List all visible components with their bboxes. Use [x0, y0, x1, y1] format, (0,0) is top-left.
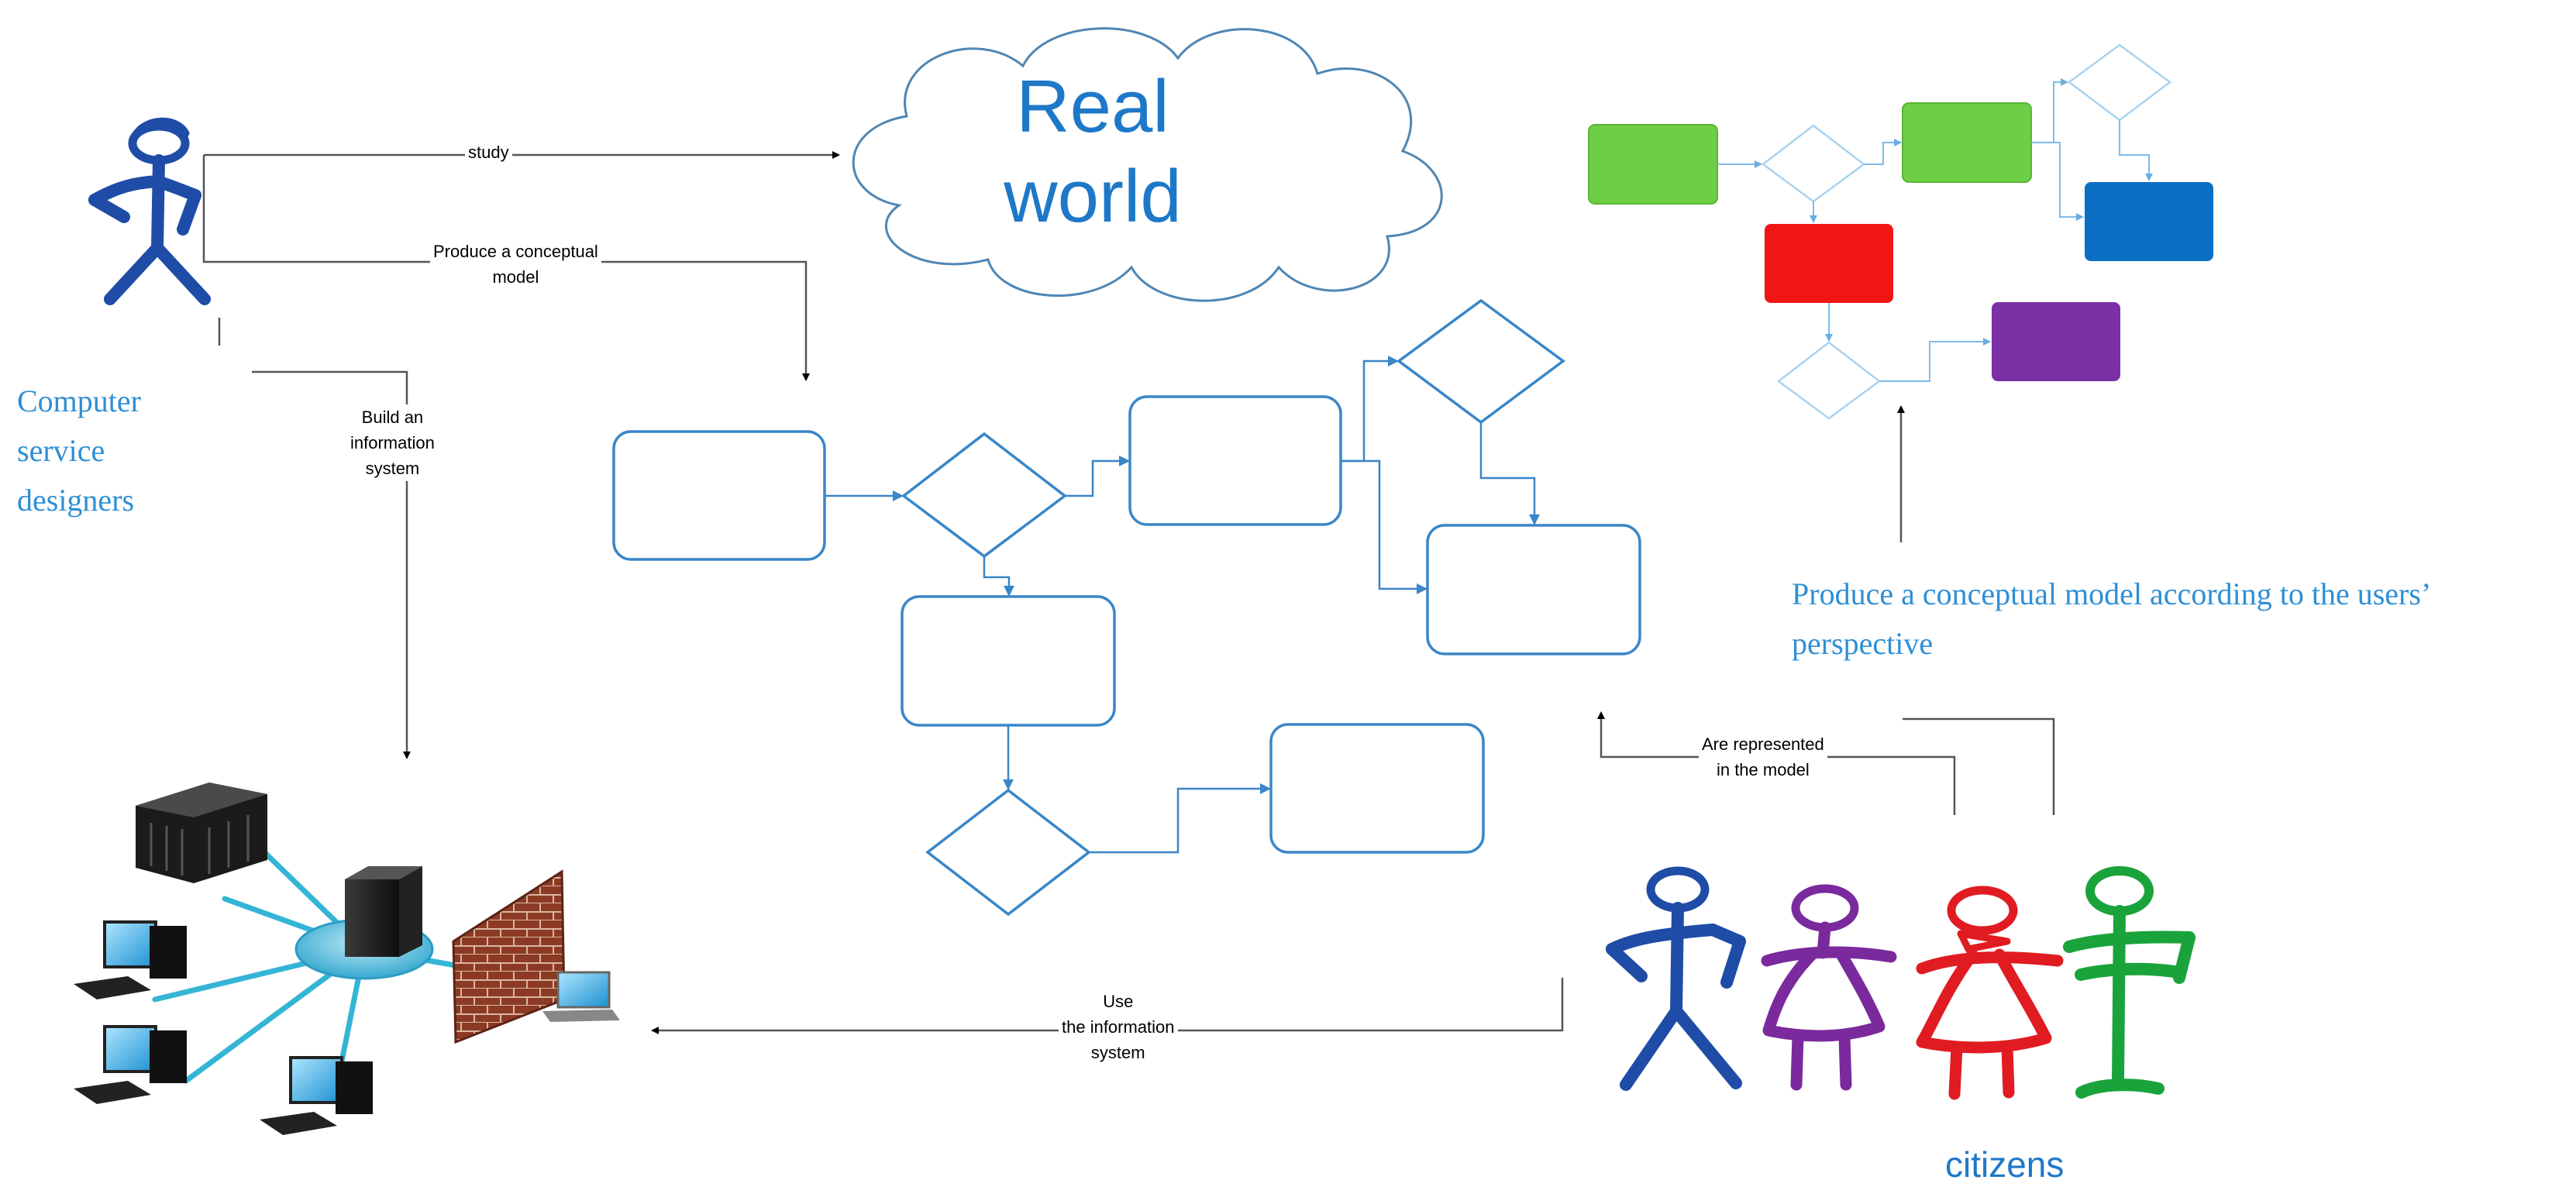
green-box — [1588, 124, 1718, 205]
represented-line2: in the model — [1716, 760, 1810, 779]
flow-box — [901, 595, 1116, 727]
center-server — [345, 866, 422, 957]
build-line2: information — [350, 433, 435, 452]
central-flow-arrows — [825, 356, 1540, 854]
designers-line2: service — [17, 433, 105, 468]
real-world-line2: world — [1004, 155, 1182, 238]
small-decision — [2067, 43, 2172, 122]
network-illustration — [74, 783, 620, 1135]
use-line2: the information — [1062, 1017, 1175, 1037]
build-system-label: Build an information system — [347, 404, 438, 481]
red-box — [1765, 224, 1893, 303]
small-decision — [1761, 124, 1866, 203]
real-world-cloud — [852, 27, 1443, 302]
designers-caption: Computer service designers — [17, 377, 141, 525]
flow-box — [1128, 395, 1342, 526]
flow-box — [612, 430, 826, 561]
use-line3: system — [1090, 1043, 1145, 1062]
represented-line1: Are represented — [1702, 734, 1824, 754]
citizens-group — [1606, 866, 2195, 1100]
produce-model-line1: Produce a conceptual — [433, 242, 598, 261]
use-line1: Use — [1103, 992, 1134, 1011]
citizen-blue — [1606, 866, 1746, 1091]
citizens-label: citizens — [1945, 1144, 2065, 1185]
users-model-caption: Produce a conceptual model according to … — [1792, 569, 2431, 669]
designers-line1: Computer — [17, 384, 141, 418]
flow-decision — [1396, 298, 1565, 425]
flow-decision — [925, 788, 1091, 917]
users-flowchart — [1588, 43, 2213, 420]
workstations — [74, 920, 620, 1135]
small-decision — [1776, 341, 1882, 420]
study-label: study — [465, 139, 512, 165]
build-line3: system — [365, 459, 420, 478]
flow-decision — [901, 432, 1067, 559]
users-model-line1: Produce a conceptual model according to … — [1792, 576, 2432, 611]
purple-box — [1992, 302, 2120, 381]
server-rack — [136, 783, 267, 883]
green-box — [1902, 102, 2032, 183]
use-system-label: Use the information system — [1059, 989, 1178, 1065]
flow-box — [1426, 524, 1641, 655]
produce-model-line2: model — [492, 267, 539, 287]
central-flowchart — [612, 298, 1641, 917]
represented-label: Are represented in the model — [1699, 731, 1827, 783]
designer-figure — [88, 117, 211, 305]
real-world-line1: Real — [1016, 65, 1169, 148]
users-model-line2: perspective — [1792, 626, 1934, 661]
citizen-red — [1916, 886, 2064, 1100]
real-world-label: Real world — [961, 62, 1224, 242]
flow-box — [1269, 723, 1485, 854]
blue-box — [2085, 182, 2213, 261]
designers-line3: designers — [17, 483, 135, 518]
citizen-purple — [1761, 884, 1897, 1091]
build-line1: Build an — [361, 408, 424, 427]
produce-model-label: Produce a conceptual model — [430, 239, 601, 290]
citizen-green — [2063, 866, 2195, 1099]
